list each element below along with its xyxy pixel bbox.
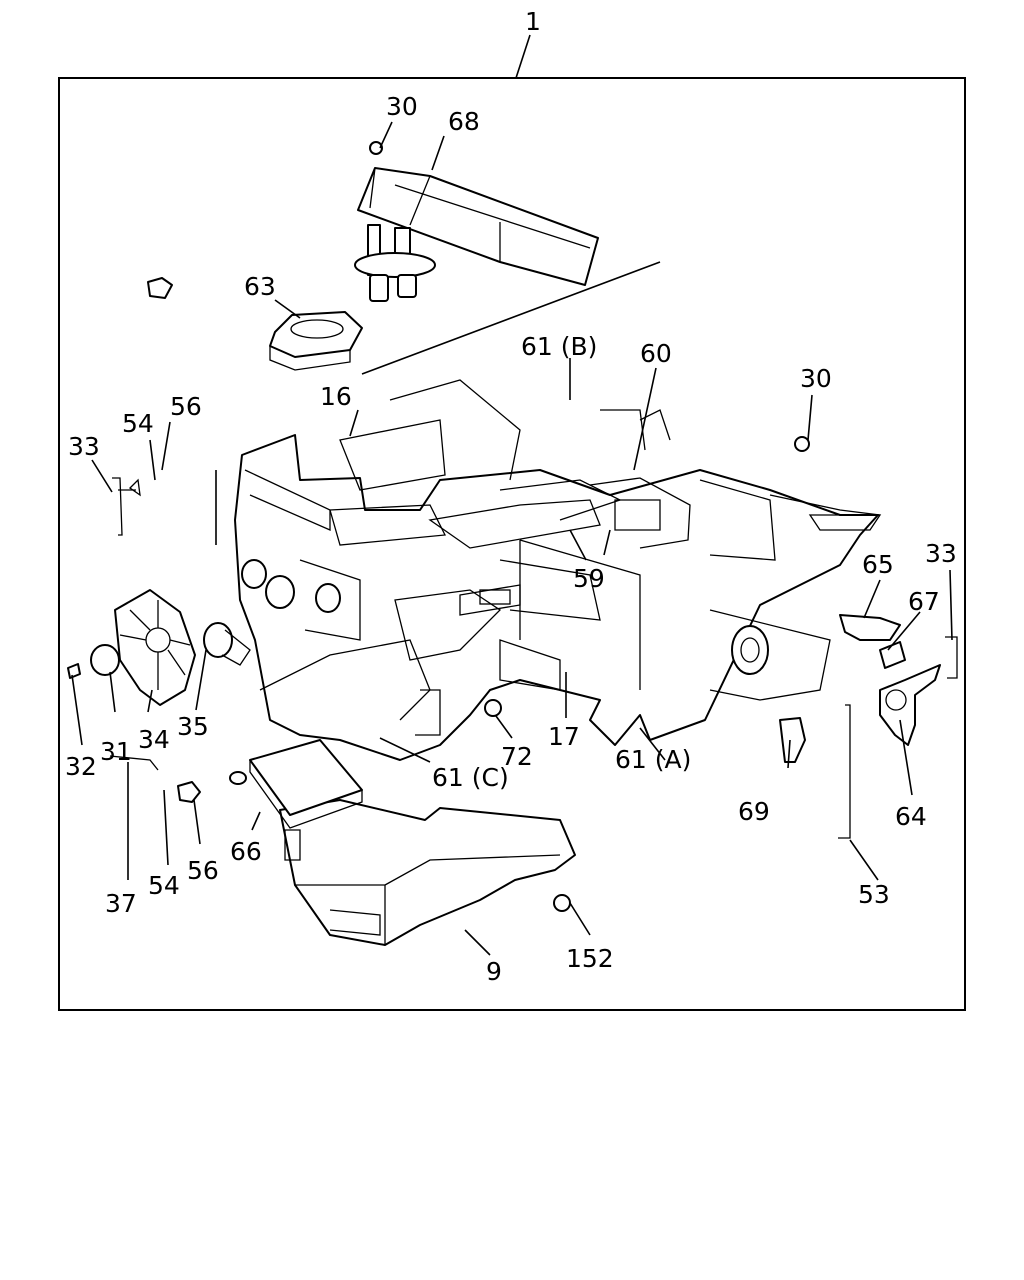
leader-lines [71,34,953,956]
callout-72: 72 [501,742,533,771]
callout-67: 67 [908,587,940,616]
callout-17: 17 [548,722,580,751]
callout-61c: 61 (C) [432,763,509,792]
callout-152: 152 [566,944,614,973]
callout-59: 59 [573,564,605,593]
main-housing [234,379,882,761]
small-parts [109,141,958,912]
heater-core-part [354,167,599,302]
callout-56-top: 56 [170,392,202,421]
actuator-right [839,614,941,746]
callout-68: 68 [448,107,480,136]
callout-66: 66 [230,837,262,866]
callout-54-top: 54 [122,409,154,438]
callout-53: 53 [858,880,890,909]
callout-1: 1 [525,7,541,36]
callout-64: 64 [895,802,927,831]
callout-61b: 61 (B) [521,332,597,361]
callout-16: 16 [320,382,352,411]
callout-56-bottom: 56 [187,856,219,885]
callout-labels: 1 30 68 63 61 (B) 60 30 16 54 56 33 33 6… [65,7,957,986]
callout-33-left: 33 [68,432,100,461]
callout-9: 9 [486,957,502,986]
callout-63: 63 [244,272,276,301]
callout-61a: 61 (A) [615,745,691,774]
lower-case-part [279,799,576,946]
callout-54-bottom: 54 [148,871,180,900]
callout-69: 69 [738,797,770,826]
callout-30-right: 30 [800,364,832,393]
callout-30-top: 30 [386,92,418,121]
callout-37: 37 [105,889,137,918]
callout-33-right: 33 [925,539,957,568]
actuator-left [67,589,251,706]
seal-part [269,311,363,371]
callout-31: 31 [100,737,132,766]
filter-part [229,739,363,829]
callout-34: 34 [138,725,170,754]
callout-35: 35 [177,712,209,741]
callout-60: 60 [640,339,672,368]
callout-65: 65 [862,550,894,579]
assembly-frame [58,77,966,1011]
callout-32: 32 [65,752,97,781]
